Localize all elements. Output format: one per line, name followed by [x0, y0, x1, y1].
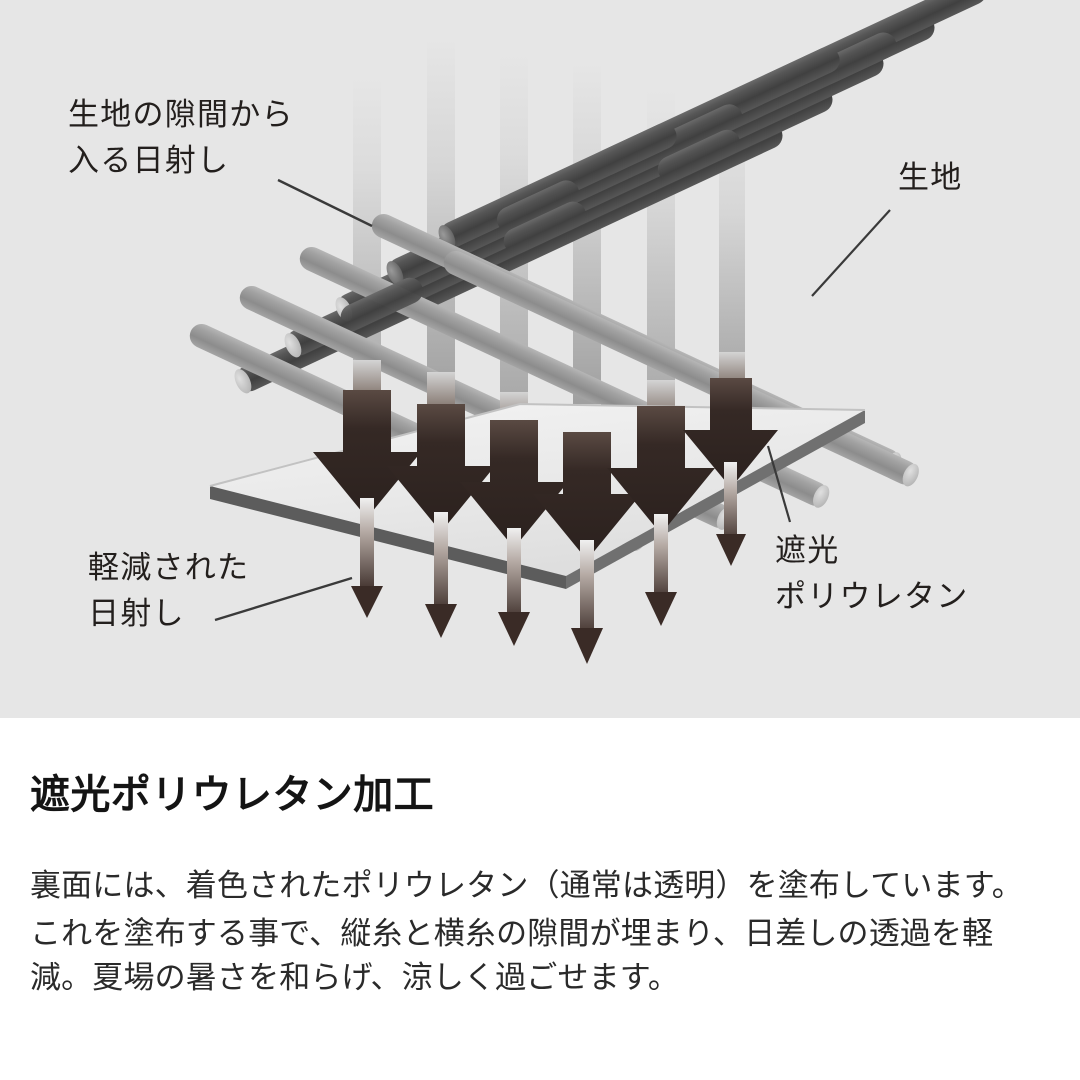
label-incoming-sunlight: 生地の隙間から 入る日射し — [68, 97, 294, 178]
description-paragraph-1: 裏面には、着色されたポリウレタン（通常は透明）を塗布しています。 — [30, 868, 1023, 903]
absorbed-light-arrows — [313, 378, 778, 560]
fabric-diagram-svg — [189, 0, 987, 664]
section-heading: 遮光ポリウレタン加工 — [30, 773, 434, 817]
weave-overlap-dark — [340, 32, 897, 330]
label-reduced-sunlight: 軽減された 日射し — [88, 550, 250, 631]
leader-lines — [214, 178, 891, 622]
description-paragraph-2: これを塗布する事で、縦糸と横糸の隙間が埋まり、日差しの透過を軽減。夏場の暑さを和… — [30, 916, 994, 996]
label-blackout-polyurethane: 遮光 ポリウレタン — [775, 533, 969, 614]
leader-line-fabric — [811, 209, 891, 297]
description-body: 裏面には、着色されたポリウレタン（通常は透明）を塗布しています。 これを塗布する… — [30, 864, 1050, 1004]
diagram-panel: 生地の隙間から 入る日射し 生地 遮光 ポリウレタン 軽減された 日射し — [0, 0, 1080, 718]
reduced-light-arrows — [351, 462, 746, 664]
leader-line-reduced — [214, 576, 353, 622]
description-section: 遮光ポリウレタン加工 裏面には、着色されたポリウレタン（通常は透明）を塗布してい… — [0, 718, 1080, 1080]
leader-line-polyurethane — [766, 445, 792, 523]
leader-line-incoming — [277, 178, 373, 228]
label-fabric: 生地 — [898, 160, 963, 195]
